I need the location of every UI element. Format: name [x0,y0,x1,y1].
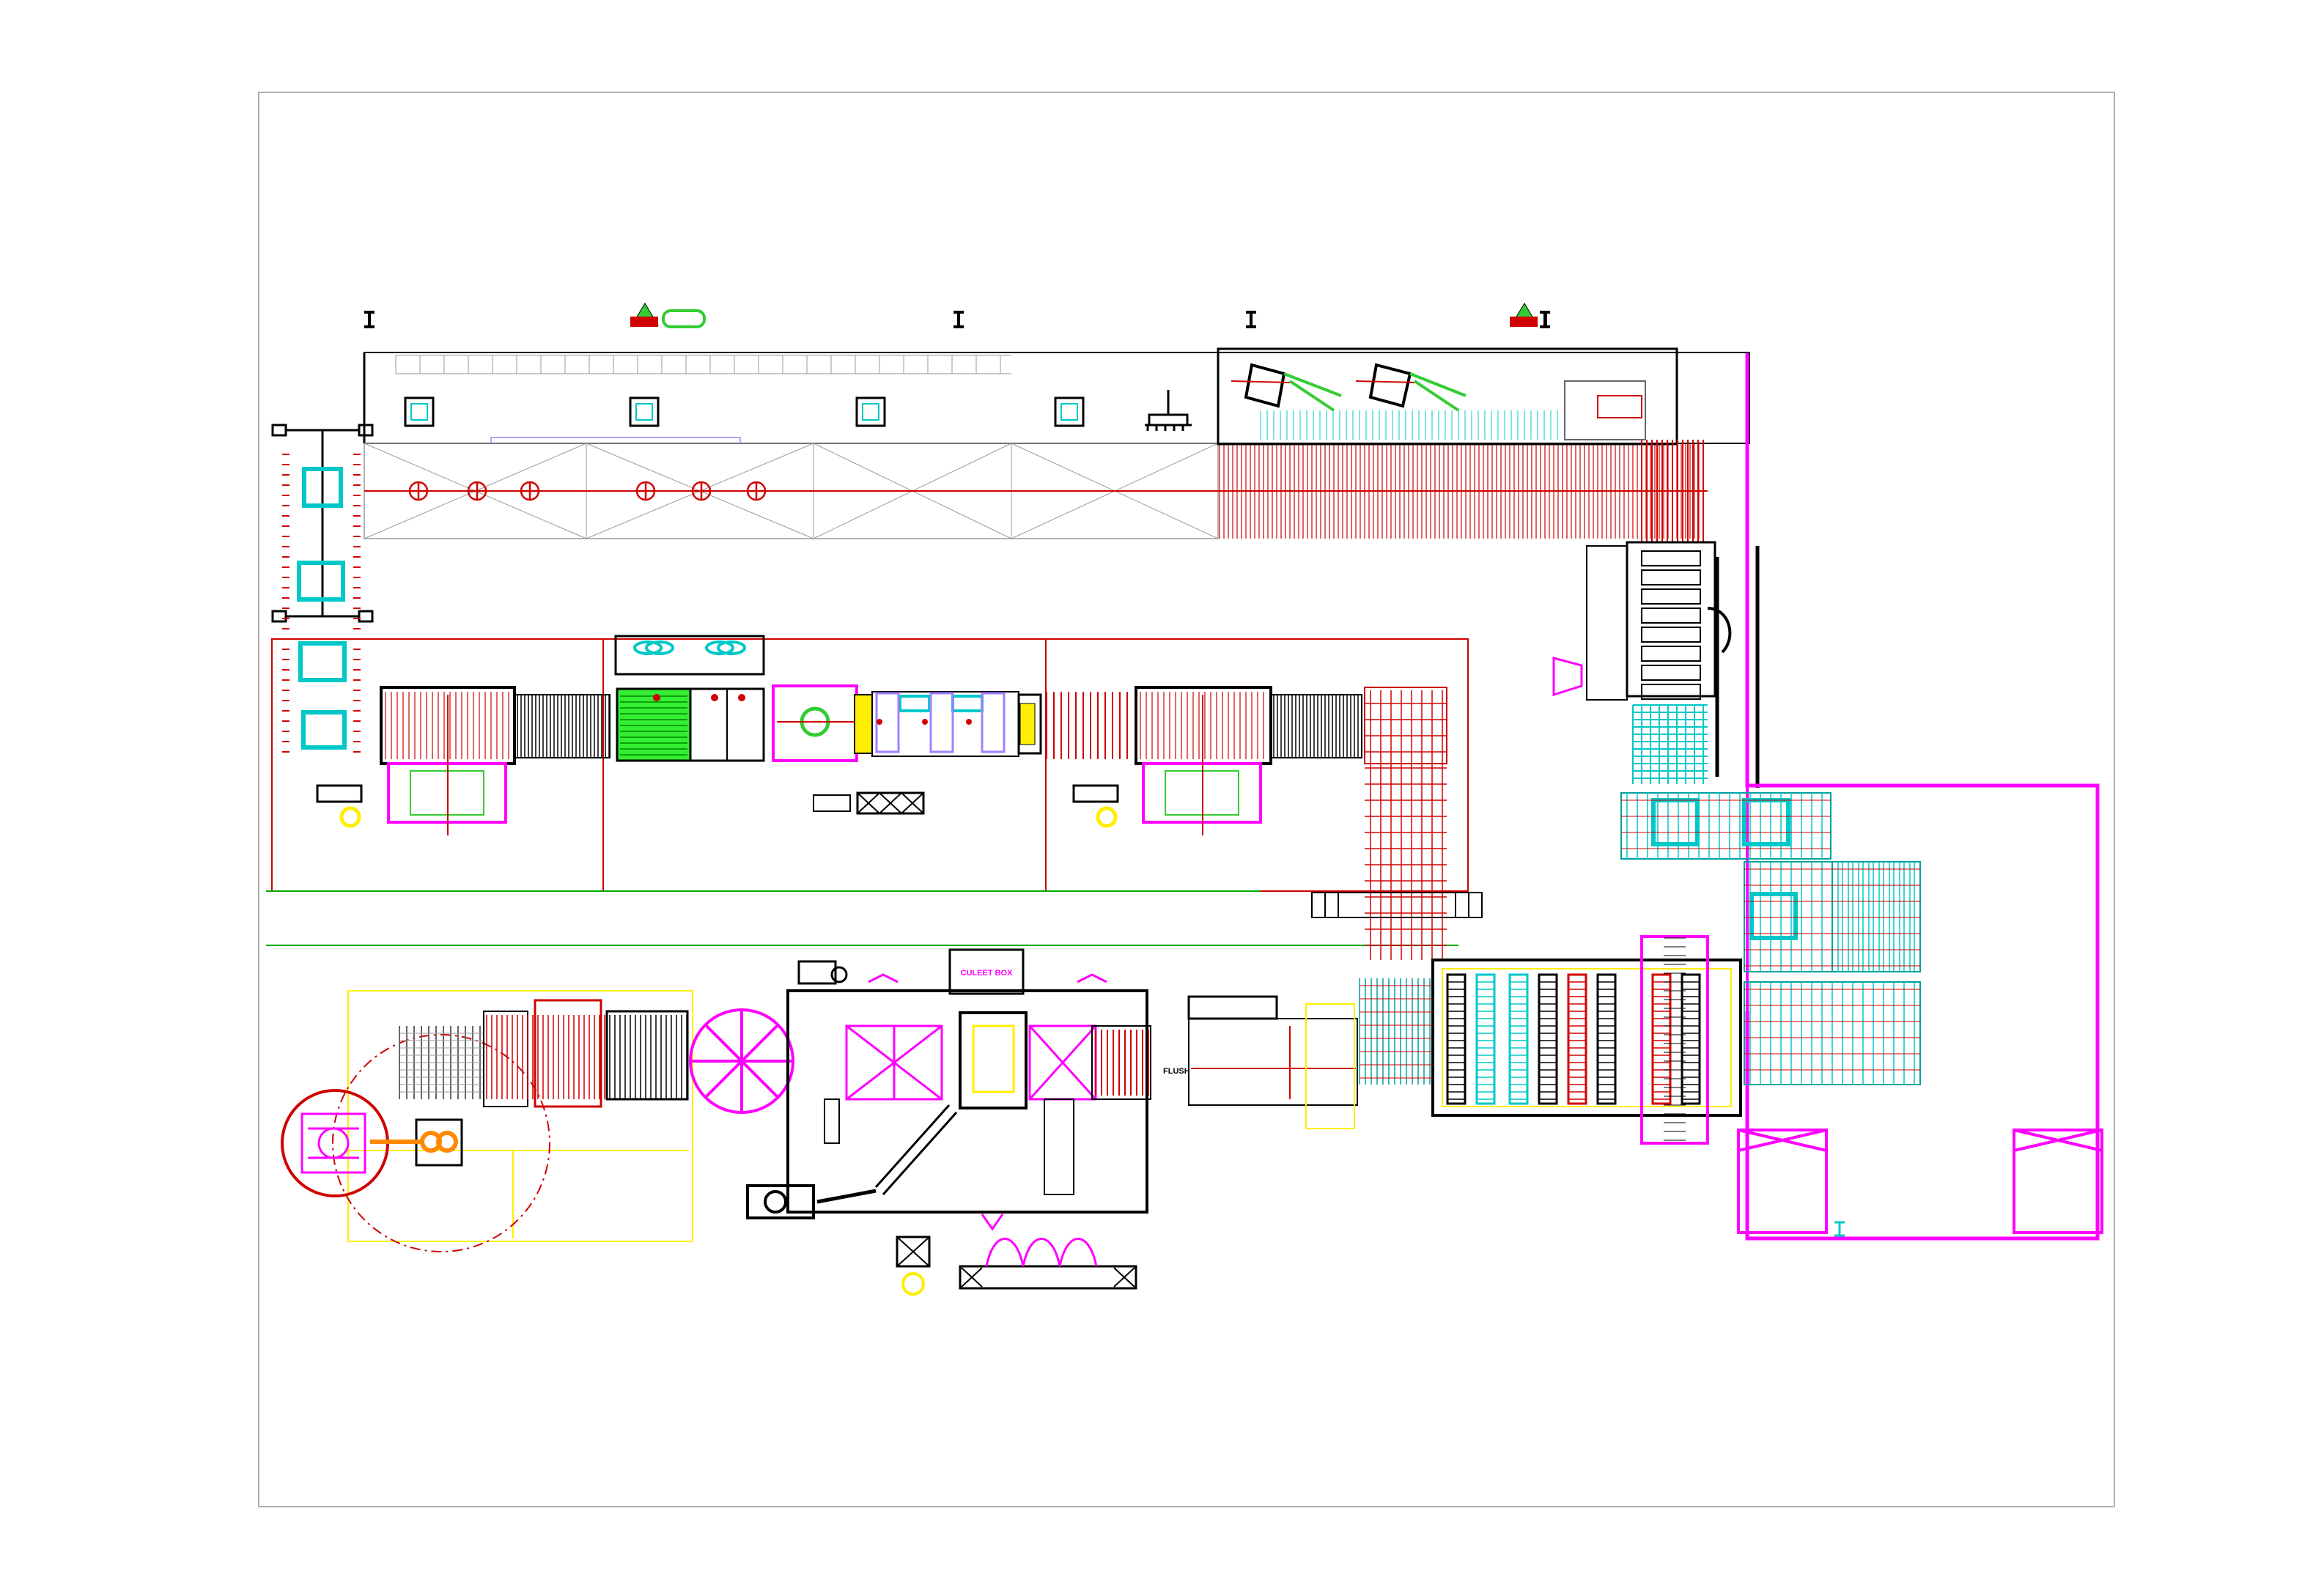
washer-block-2 [1072,686,1272,835]
warning-marker-2 [1510,303,1549,328]
top-conveyor-line [363,303,1750,539]
lower-left-cell: CULEET BOX [281,948,1151,1296]
robot-symbol [1145,390,1192,431]
right-corner-section [1552,353,2103,1241]
small-tag: FLUSH [1163,1067,1190,1076]
warning-marker-1 [630,303,706,328]
tilt-tables [1231,363,1646,440]
sheet-border [258,92,2115,1507]
middle-process-line [266,635,1483,960]
dryer-unit [614,635,765,762]
left-stacker-column [271,424,374,753]
edge-process-section [772,684,1042,815]
vertical-transfer [1311,687,1483,960]
washer-block-1 [316,686,516,835]
culet-box-label: CULEET BOX [961,969,1014,978]
lower-right-oven: FLUSH [1163,935,1742,1145]
